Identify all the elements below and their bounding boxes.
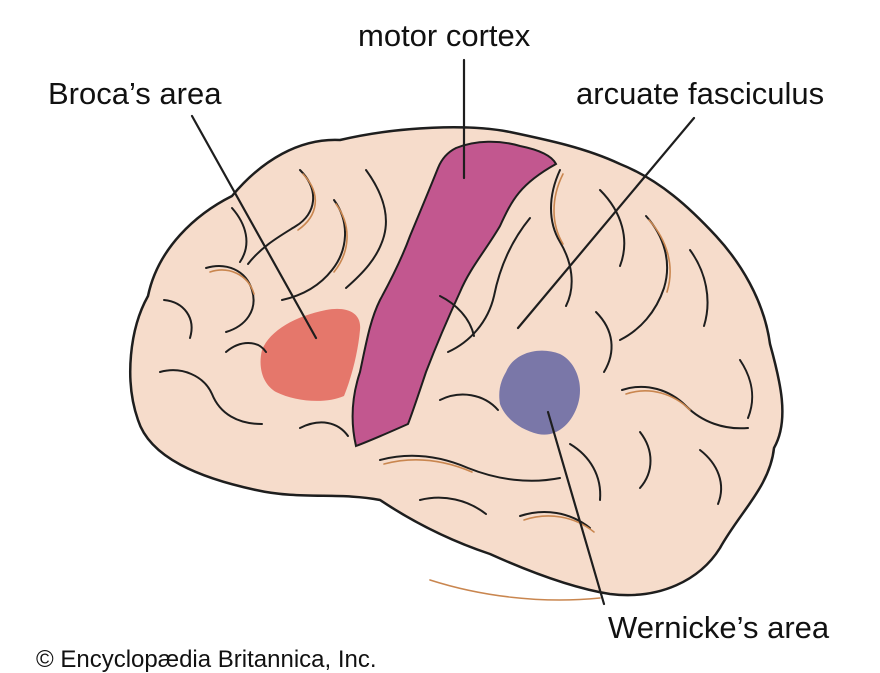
- fold-shadow: [648, 219, 671, 293]
- copyright-notice: © Encyclopædia Britannica, Inc.: [36, 646, 377, 673]
- fold-shadow: [553, 173, 564, 245]
- motor-cortex-label: motor cortex: [358, 18, 531, 53]
- fold-line: [599, 189, 626, 267]
- leader-lines: [190, 58, 696, 606]
- brocas-area-label: Broca’s area: [48, 76, 222, 111]
- arcuate-fasciculus-leader-line: [516, 116, 696, 330]
- fold-line: [379, 454, 561, 482]
- motor-cortex-region: [351, 140, 558, 448]
- fold-line: [639, 431, 652, 489]
- fold-line: [419, 496, 487, 515]
- fold-line: [439, 295, 475, 337]
- fold-line: [595, 311, 613, 373]
- fold-shadow: [297, 173, 317, 231]
- fold-shadow: [625, 390, 691, 411]
- fold-line: [231, 207, 248, 263]
- fold-line: [159, 369, 263, 425]
- wernickes-area-label: Wernicke’s area: [608, 610, 830, 645]
- fold-line: [163, 299, 193, 339]
- fold-line: [247, 169, 315, 265]
- fold-line: [550, 169, 573, 307]
- fold-line: [345, 169, 387, 289]
- brocas-area-leader-line: [190, 114, 318, 340]
- fold-line: [739, 359, 754, 419]
- fold-shadow: [429, 579, 601, 601]
- fold-line: [225, 342, 267, 353]
- fold-line: [519, 511, 591, 529]
- fold-line: [299, 421, 349, 437]
- fold-line: [447, 217, 531, 353]
- wernickes-area-region: [499, 350, 580, 435]
- wernickes-area-leader-line: [546, 410, 606, 606]
- fold-shadows: [209, 173, 691, 601]
- fold-shadow: [523, 515, 595, 533]
- fold-shadow: [209, 269, 255, 295]
- fold-shadow: [383, 459, 473, 473]
- fold-line: [569, 443, 602, 501]
- fold-line: [439, 393, 499, 411]
- brocas-area-region: [260, 308, 361, 401]
- fold-line: [699, 449, 723, 505]
- arcuate-fasciculus-label: arcuate fasciculus: [576, 76, 825, 111]
- fold-line: [689, 249, 709, 327]
- fold-shadow: [333, 203, 348, 273]
- fold-line: [281, 199, 347, 301]
